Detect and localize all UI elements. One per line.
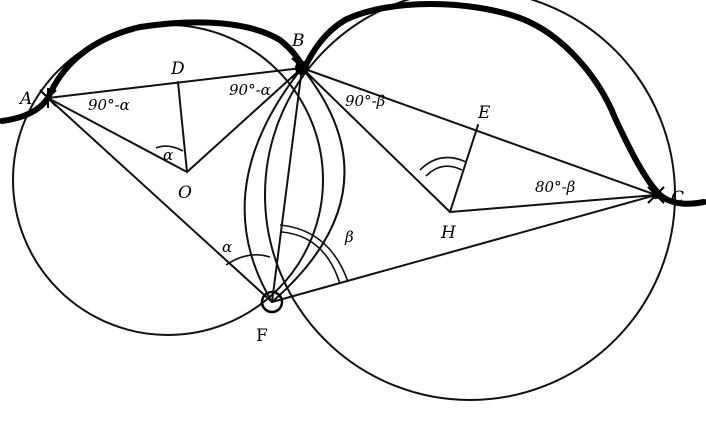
line-BH	[301, 67, 451, 213]
angle-arc-F-beta-inner	[281, 231, 341, 285]
line-BF	[271, 67, 303, 303]
point-marker-A	[39, 88, 57, 108]
point-marker-C	[647, 186, 665, 204]
line-BC	[301, 67, 657, 196]
label-point-E: E	[477, 103, 491, 123]
line-EH	[449, 124, 479, 213]
label-angle-right-upper: 90°-β	[345, 92, 386, 110]
line-DO	[177, 81, 188, 173]
angle-arc-H-inner	[425, 165, 463, 177]
point-marker-F	[260, 290, 284, 314]
angle-arc-H-outer	[419, 156, 467, 171]
label-point-A: A	[18, 89, 32, 109]
label-angle-alpha-O: α	[163, 146, 173, 164]
lens-arc-left	[243, 67, 303, 303]
line-AF	[47, 97, 273, 303]
label-angle-beta-F: β	[344, 228, 354, 246]
angle-arc-F-beta-outer	[279, 224, 349, 283]
label-angle-alpha-F: α	[222, 238, 232, 256]
label-point-F: F	[256, 326, 268, 346]
label-point-C: C	[671, 188, 684, 208]
line-HC	[449, 194, 657, 213]
line-FC	[271, 194, 657, 303]
label-angle-left-lower: 90°-α	[88, 96, 130, 114]
right-circle	[264, 0, 676, 401]
label-point-D: D	[170, 59, 185, 79]
line-OB	[186, 67, 303, 173]
label-point-O: O	[178, 183, 192, 203]
label-point-H: H	[440, 223, 457, 243]
line-AO	[47, 97, 188, 173]
thick-route-curve	[0, 1, 706, 207]
angle-arc-F-alpha	[225, 254, 271, 266]
line-AB	[47, 67, 303, 99]
point-marker-B	[291, 57, 313, 79]
label-angle-left-upper: 90°-α	[229, 81, 271, 99]
label-point-B: B	[291, 31, 305, 51]
angle-arc-O	[155, 145, 184, 152]
lens-arc-right	[271, 67, 346, 303]
label-angle-right-lower: 80°-β	[535, 178, 576, 196]
